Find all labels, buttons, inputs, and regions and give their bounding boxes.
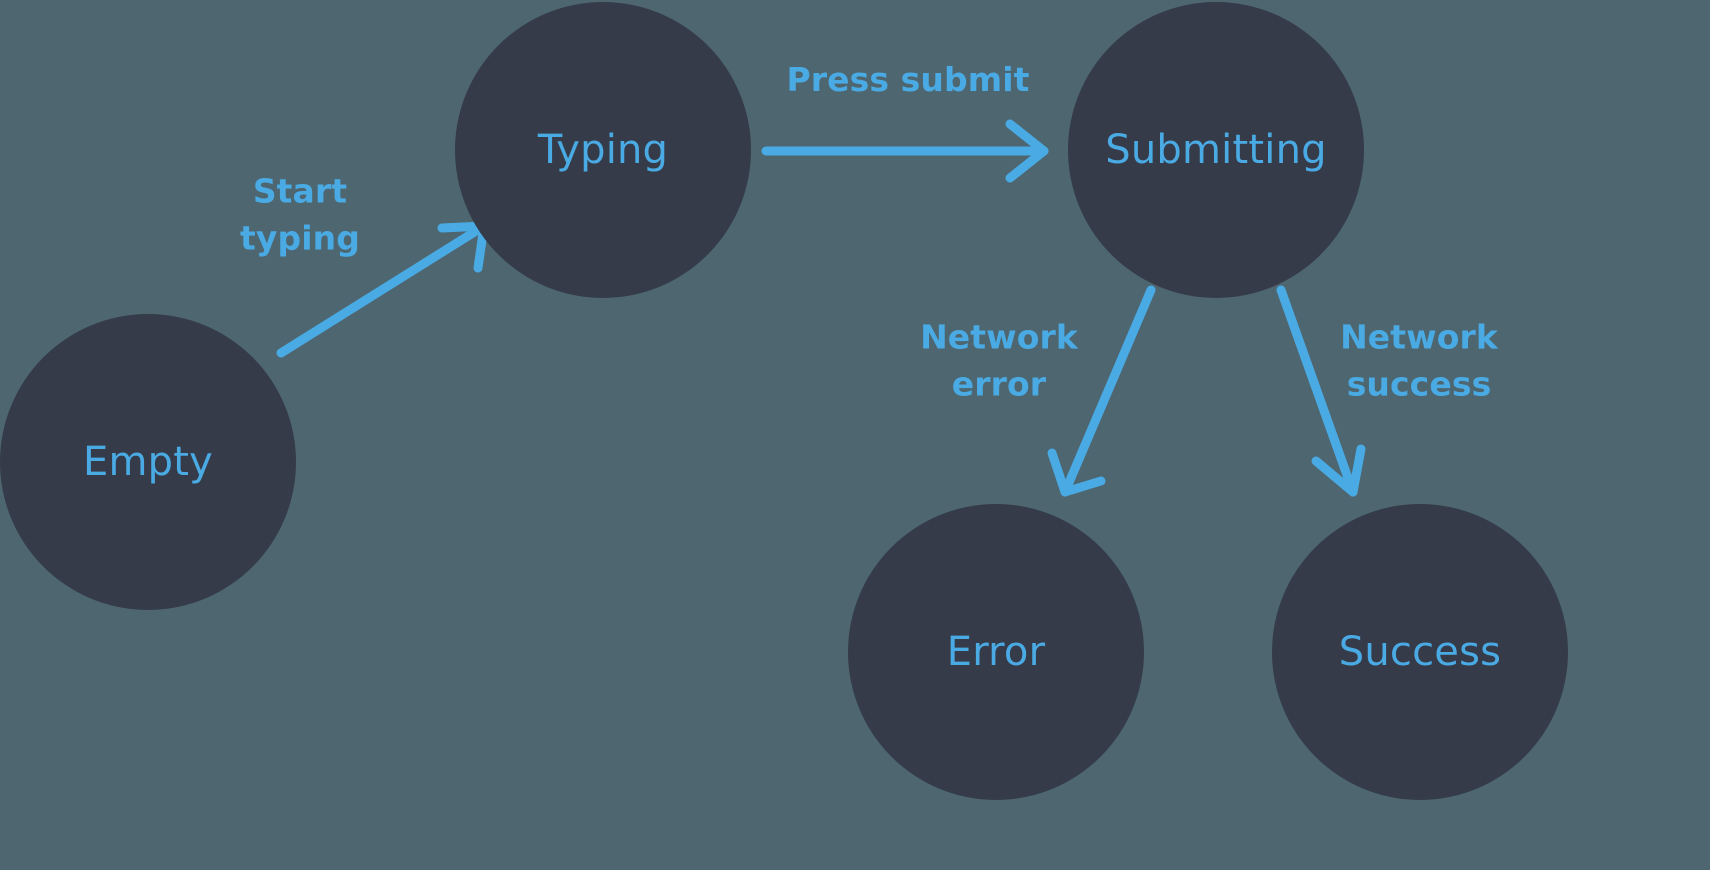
transition-label-press-submit: Press submit (786, 60, 1029, 99)
arrowhead-icon-network-success (1311, 444, 1366, 497)
transition-line-start-typing (276, 221, 489, 358)
transition-line-network-success (1276, 285, 1358, 497)
state-node-submitting[interactable]: Submitting (1068, 2, 1364, 298)
state-circle-success[interactable] (1272, 504, 1568, 800)
state-circle-submitting[interactable] (1068, 2, 1364, 298)
state-node-empty[interactable]: Empty (0, 314, 296, 610)
arrowhead-icon-network-error (1047, 448, 1106, 497)
transition-press-submit[interactable]: Press submit (761, 60, 1049, 183)
state-circle-error[interactable] (848, 504, 1144, 800)
transition-line-network-error (1060, 285, 1156, 497)
state-node-typing[interactable]: Typing (455, 2, 751, 298)
arrowhead-icon-press-submit (1005, 119, 1049, 183)
state-node-success[interactable]: Success (1272, 504, 1568, 800)
state-circle-empty[interactable] (0, 314, 296, 610)
state-node-error[interactable]: Error (848, 504, 1144, 800)
state-circle-typing[interactable] (455, 2, 751, 298)
